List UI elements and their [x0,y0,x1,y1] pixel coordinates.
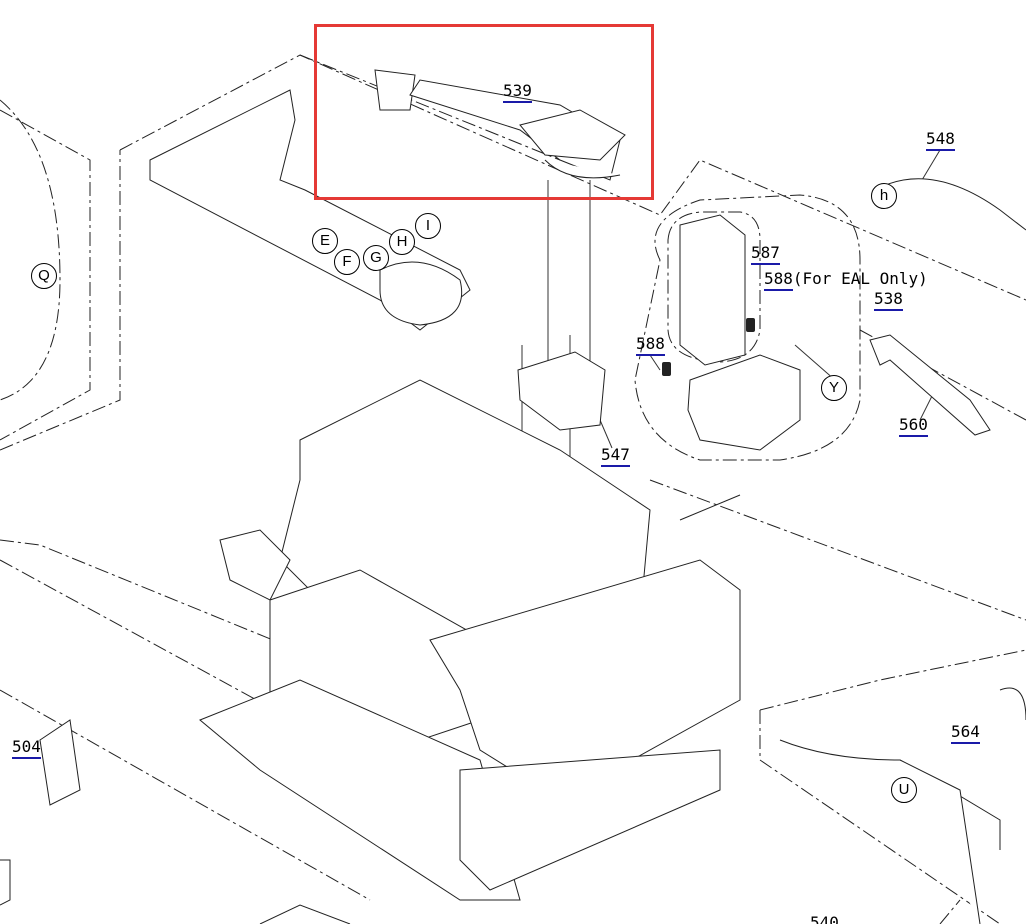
callout-f: F [334,249,360,275]
callout-i: I [415,213,441,239]
callout-u: U [891,777,917,803]
part-label-588[interactable]: 588 [636,335,665,356]
part-number: 540 [810,914,839,924]
callout-h: h [871,183,897,209]
part-label-540[interactable]: 540 [810,914,839,924]
part-label-539[interactable]: 539 [503,82,532,103]
highlight-box-539 [314,24,654,200]
callout-h-upper: H [389,229,415,255]
part-note: (For EAL Only) [792,269,928,288]
callout-e: E [312,228,338,254]
callout-q: Q [31,263,57,289]
dashed-boundaries [0,54,1026,924]
part-number: 560 [899,416,928,437]
part-label-538[interactable]: 538 [874,290,903,311]
part-label-560[interactable]: 560 [899,416,928,437]
part-number: 504 [12,738,41,759]
part-number: 588 [764,270,793,291]
callout-g: G [363,245,389,271]
part-number: 548 [926,130,955,151]
part-number: 538 [874,290,903,311]
part-number: 588 [636,335,665,356]
callout-y: Y [821,375,847,401]
part-label-587[interactable]: 587 [751,244,780,265]
springs [662,318,755,376]
part-number: 564 [951,723,980,744]
main-frame [0,69,1026,924]
part-label-588-eal[interactable]: 588(For EAL Only) [764,270,928,291]
part-label-504[interactable]: 504 [12,738,41,759]
part-label-547[interactable]: 547 [601,446,630,467]
part-label-548[interactable]: 548 [926,130,955,151]
part-label-564[interactable]: 564 [951,723,980,744]
part-number: 587 [751,244,780,265]
part-number: 539 [503,82,532,103]
part-number: 547 [601,446,630,467]
